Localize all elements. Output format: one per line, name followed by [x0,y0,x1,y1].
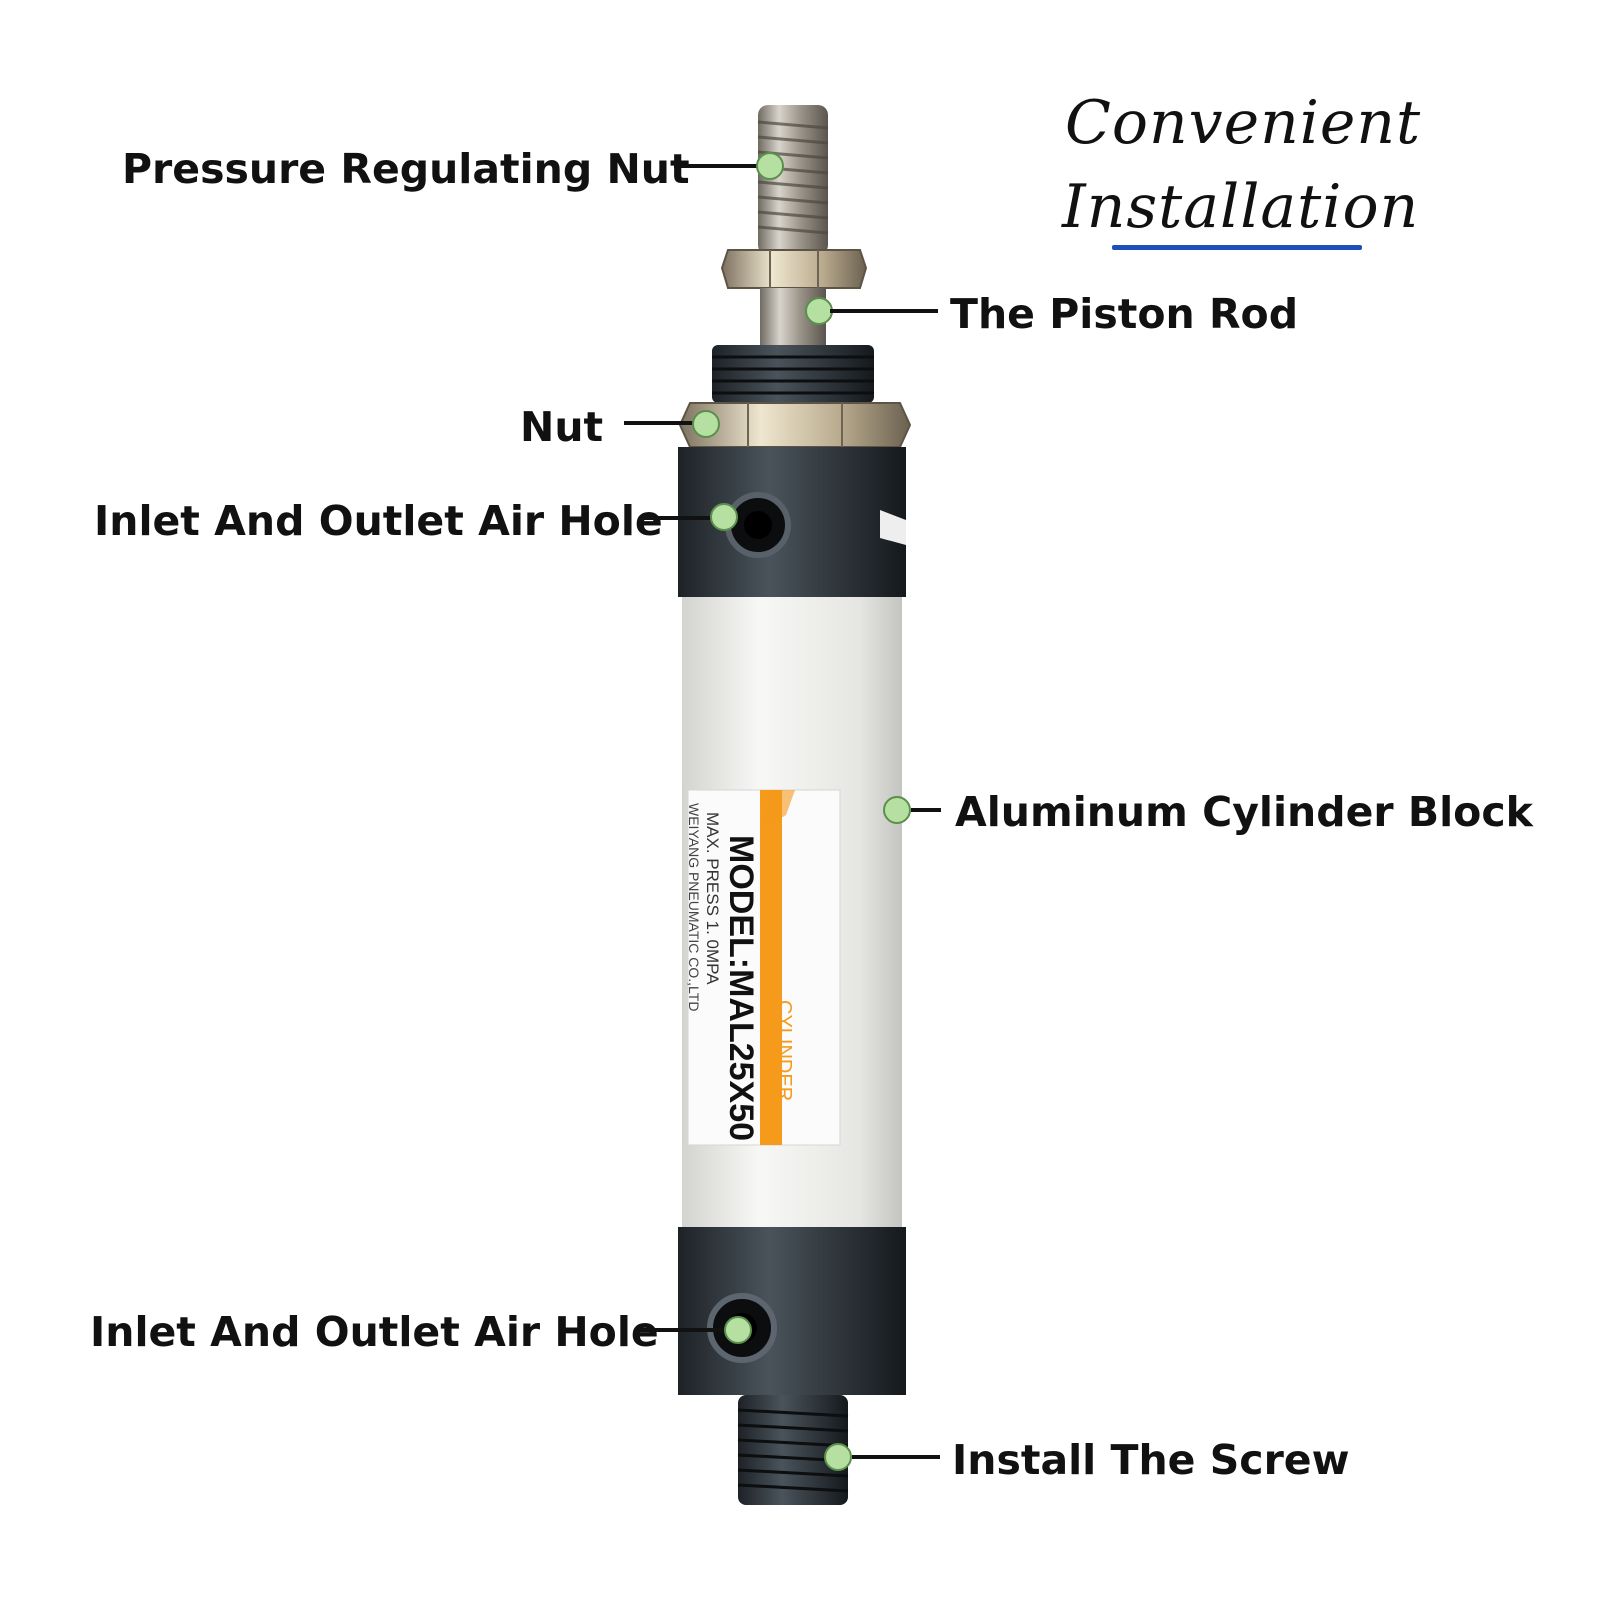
sticker-brand: CYLINDER [773,1000,795,1102]
sticker-maker: WEIYANG PNEUMATIC CO.,LTD [686,803,702,1012]
label-cylinder-block: Aluminum Cylinder Block [955,788,1533,836]
regulating-nut-shape [720,249,868,289]
label-pressure-regulating-nut: Pressure Regulating Nut [122,145,690,193]
marker-dot-nut [692,410,720,438]
label-nut: Nut [520,403,604,451]
marker-dot-install-screw [824,1443,852,1471]
label-install-screw: Install The Screw [952,1436,1350,1484]
callout-line-air-hole-top [642,516,714,520]
callout-line-cylinder-block [911,808,941,812]
bottom-end-cap [678,1227,906,1395]
sticker-shape [687,789,841,1146]
label-air-hole-top: Inlet And Outlet Air Hole [94,497,663,545]
callout-line-nut [624,421,704,425]
callout-line-pressure-nut [674,164,764,168]
marker-dot-piston-rod [805,297,833,325]
threaded-collar [712,345,874,403]
marker-dot-air-hole-bottom [724,1316,752,1344]
marker-dot-cylinder-block [883,796,911,824]
title-line-2: Installation [1062,172,1420,242]
callout-line-piston-rod [830,309,938,313]
label-piston-rod: The Piston Rod [950,290,1299,338]
callout-line-air-hole-bottom [638,1328,728,1332]
callout-line-install-screw [852,1455,940,1459]
title-underline [1112,245,1362,250]
label-air-hole-bottom: Inlet And Outlet Air Hole [90,1308,659,1356]
title-line-1: Convenient [1065,88,1422,158]
threaded-rod [757,105,829,255]
marker-dot-air-hole-top [710,503,738,531]
sticker-model: MODEL:MAL25X50 [722,835,760,1142]
marker-dot-pressure-nut [756,152,784,180]
sticker-pressure: MAX. PRESS 1. 0MPA [703,812,722,985]
